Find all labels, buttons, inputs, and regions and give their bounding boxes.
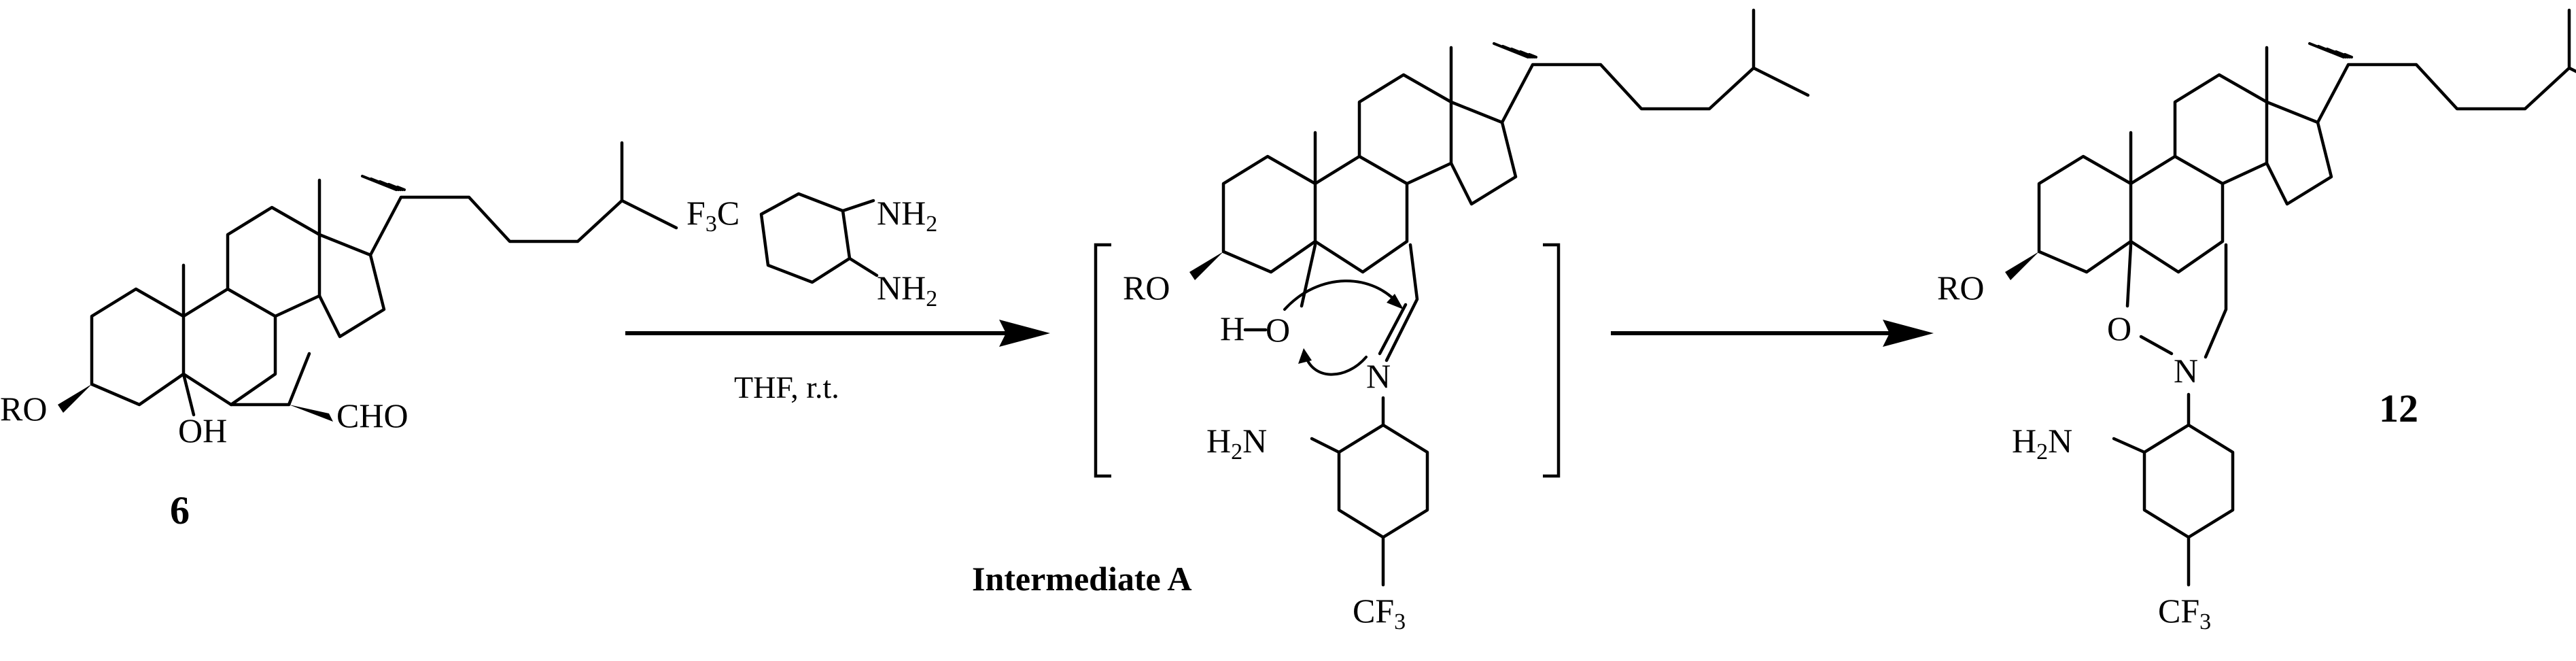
reaction-arrow-1: [625, 320, 1050, 347]
ro-wedge-12: [2005, 252, 2039, 280]
amine-bond-a: [1310, 437, 1341, 454]
bracket-left: [1094, 243, 1111, 478]
nh2-top-bond: [841, 199, 875, 213]
hydroxyl-label: OH: [178, 411, 227, 450]
intermediate-a: RO H O N H2​N CF3​ Intermediate A: [972, 10, 1808, 634]
enamine-bonds: [1385, 243, 1419, 362]
f3c-label: F3​C: [686, 194, 739, 237]
nh2-bottom-label: NH2​: [877, 269, 937, 311]
h-atom-label: H: [1220, 309, 1245, 348]
c5-o-bond-12: [2125, 243, 2133, 308]
c5-o-bond: [1300, 243, 1317, 308]
compound-number-12: 12: [2379, 386, 2418, 430]
ro-label-12: RO: [1937, 269, 1984, 307]
compound-6: RO OH CHO 6: [0, 143, 676, 532]
oh-bond: [181, 372, 196, 417]
nh2-top-label: NH2​: [877, 194, 937, 237]
reaction-arrow-2: [1611, 320, 1934, 347]
ro-wedge-a: [1189, 252, 1223, 280]
ro-label-a: RO: [1123, 269, 1170, 307]
intermediate-label: Intermediate A: [972, 560, 1192, 598]
compound-number-6: 6: [170, 488, 190, 532]
o-atom-label-12: O: [2107, 309, 2131, 348]
nh2-bottom-bond: [848, 256, 879, 277]
amine-bond-12: [2112, 437, 2146, 454]
benzene-ring: [759, 192, 852, 284]
amine-label-12: H2​N: [2012, 422, 2072, 464]
amine-label-a: H2​N: [1206, 422, 1267, 464]
o-n-bond: [2139, 335, 2174, 356]
curved-arrow-2: [1304, 352, 1368, 376]
reaction-conditions: THF, r.t.: [734, 370, 839, 405]
compound-12: RO O N H2​N CF3​ 12: [1937, 10, 2576, 634]
n-atom-label-a: N: [1366, 357, 1391, 395]
cf3-label-a: CF3​: [1353, 592, 1406, 634]
cho-wedge: [289, 405, 333, 422]
n-atom-label-12: N: [2174, 352, 2198, 390]
o-atom-label-a: O: [1266, 311, 1290, 349]
aryl-ring-12: [2142, 423, 2235, 539]
curved-arrow-1: [1283, 279, 1402, 311]
bracket-right: [1543, 243, 1561, 478]
ro-wedge: [58, 384, 92, 413]
aldehyde-label: CHO: [336, 396, 408, 435]
isoxazolidine-bonds: [2204, 243, 2228, 359]
aryl-ring-a: [1337, 423, 1429, 539]
reagent-diamine: F3​C NH2​ NH2​: [686, 192, 937, 311]
enamine-double: [1378, 303, 1408, 356]
ro-label: RO: [0, 390, 47, 428]
cf3-label-12: CF3​: [2158, 592, 2211, 634]
